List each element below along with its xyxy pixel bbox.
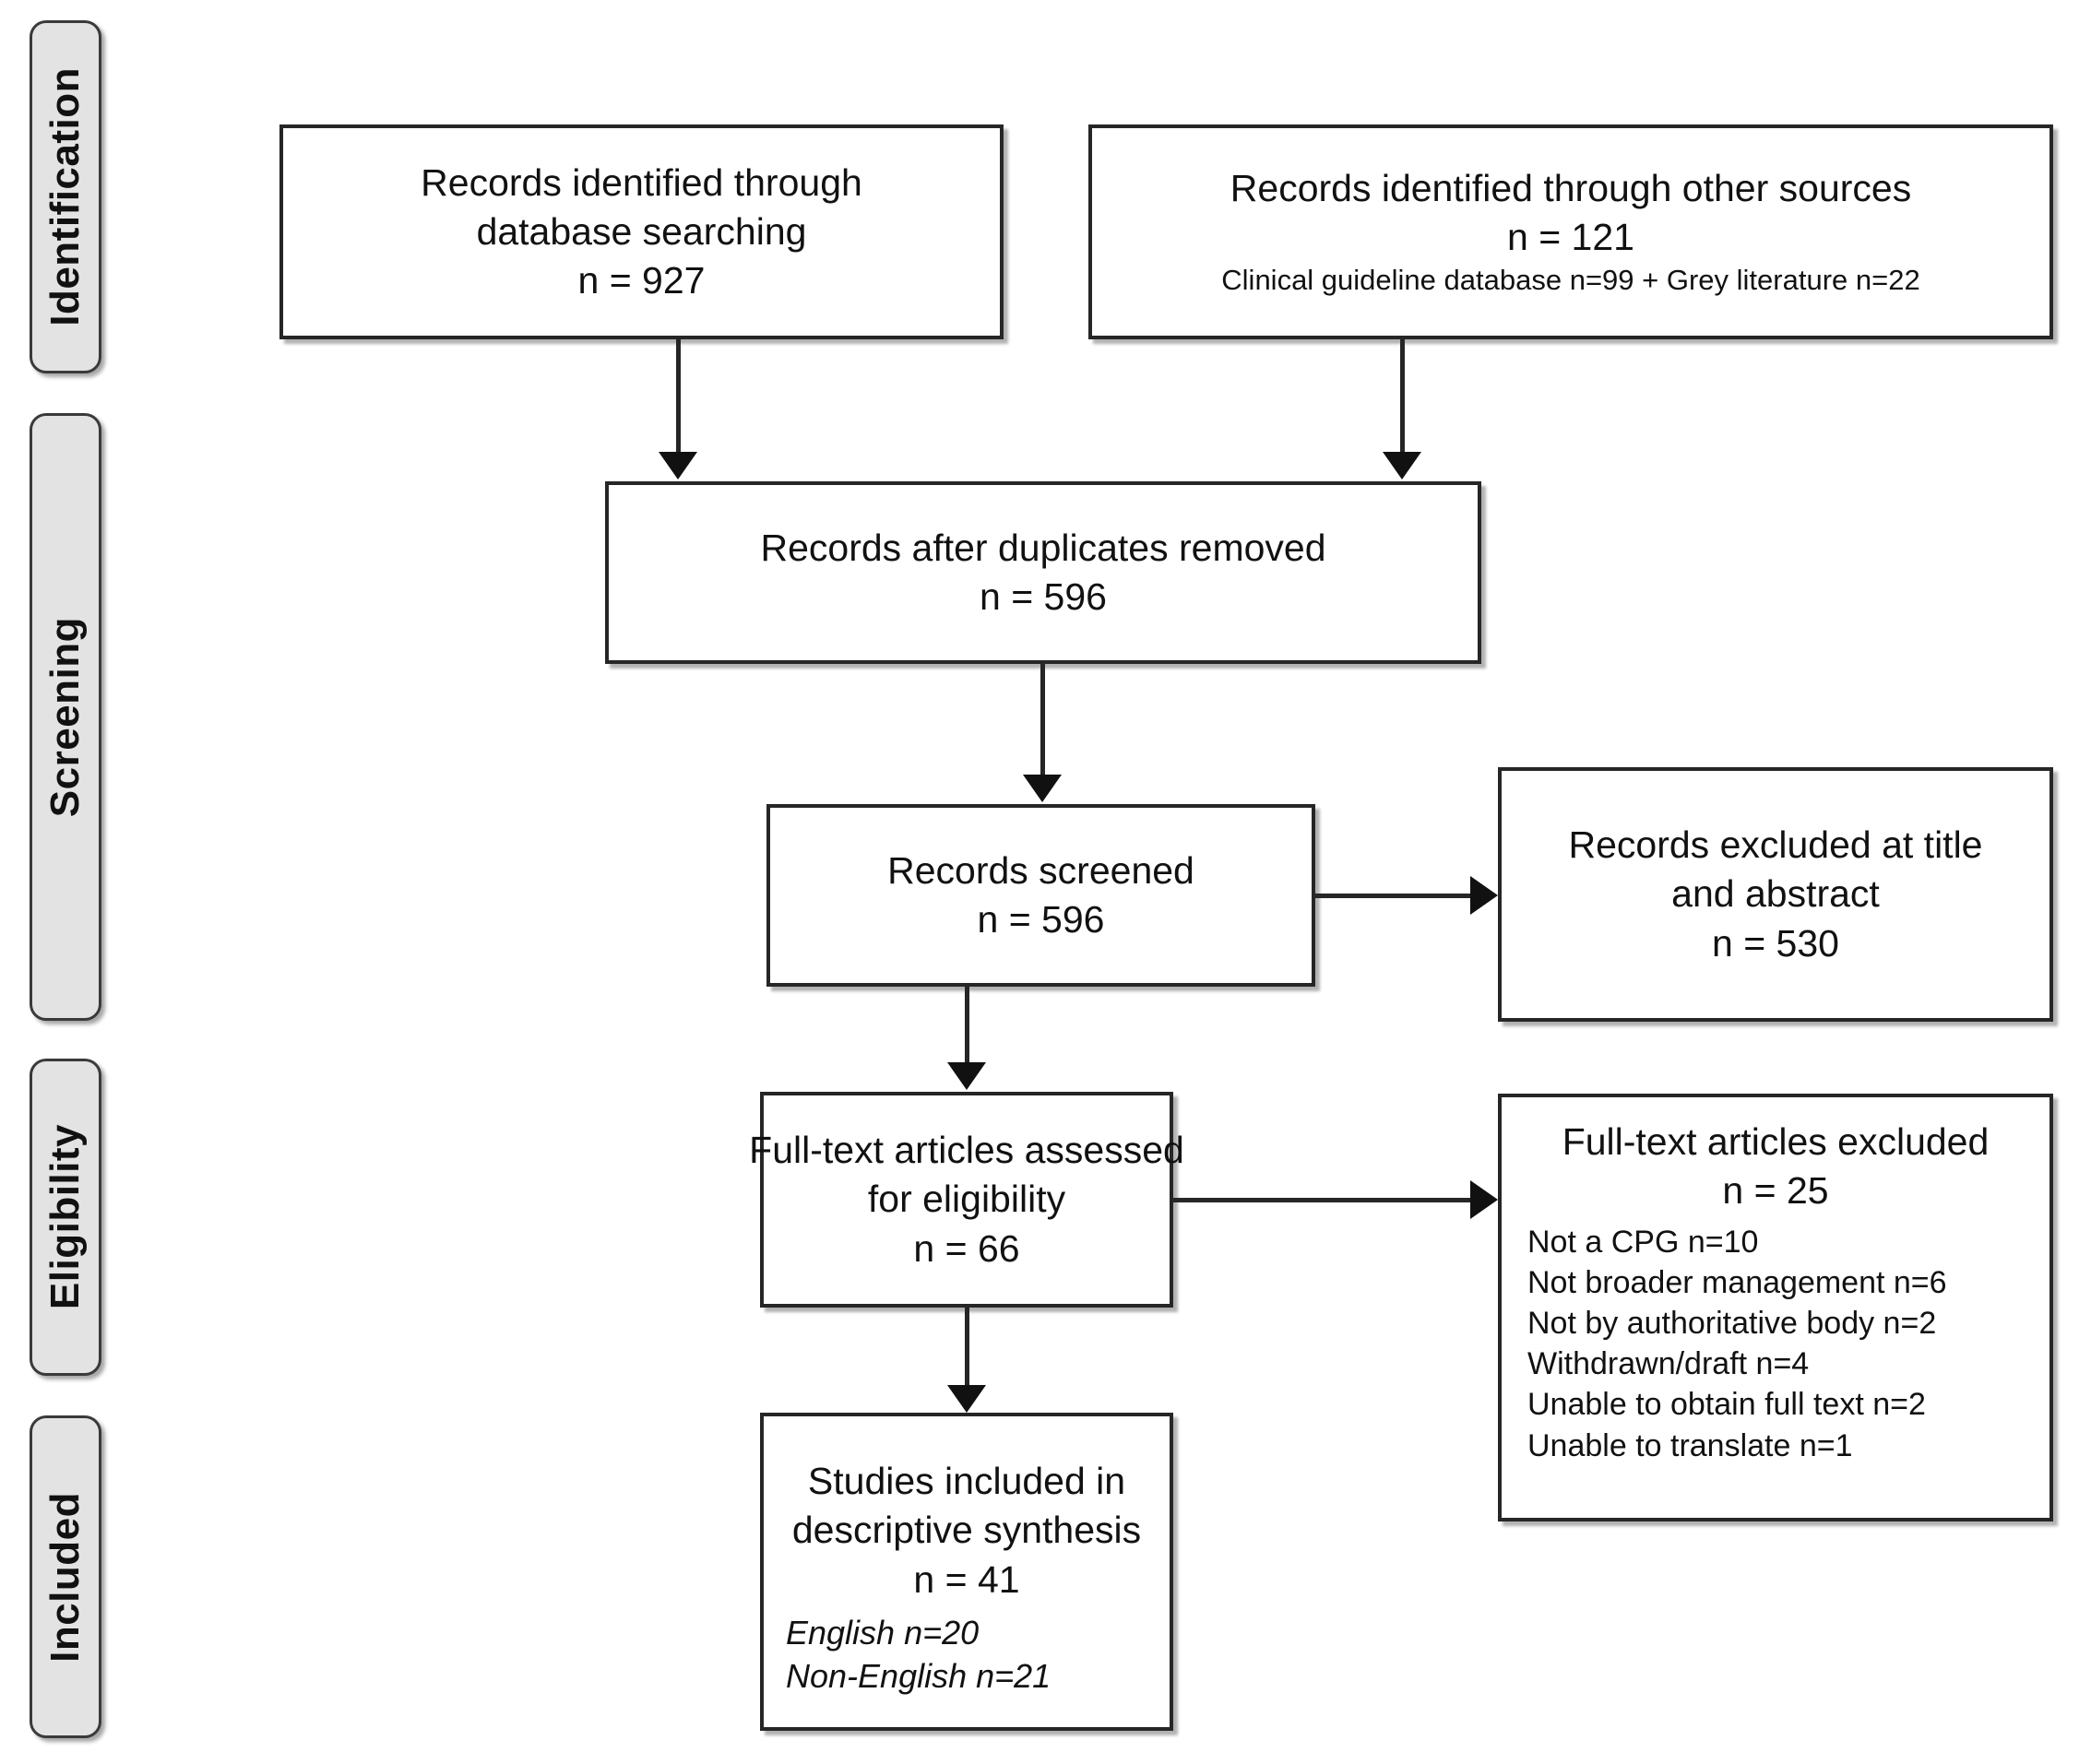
- box-duplicates-removed: Records after duplicates removed n = 596: [605, 481, 1481, 664]
- arrowhead-other-sources-to-duplicates: [1383, 452, 1421, 479]
- stage-tab-eligibility: Eligibility: [30, 1059, 101, 1376]
- duplicates-removed-line-1: Records after duplicates removed: [760, 526, 1326, 569]
- fulltext-excluded-reason: Not broader management n=6: [1527, 1264, 1947, 1300]
- fulltext-excluded-count: n = 25: [1722, 1169, 1829, 1213]
- studies-included-count: n = 41: [913, 1557, 1020, 1601]
- other-sources-count: n = 121: [1507, 216, 1634, 259]
- database-search-line-2: database searching: [476, 209, 807, 253]
- records-excluded-line-2: and abstract: [1671, 872, 1880, 916]
- arrowhead-screened-to-fulltext: [947, 1062, 986, 1090]
- other-sources-breakdown: Clinical guideline database n=99 + Grey …: [1221, 264, 1920, 297]
- arrowhead-database-search-to-duplicates: [659, 452, 697, 479]
- fulltext-excluded-reason: Withdrawn/draft n=4: [1527, 1346, 1810, 1382]
- fulltext-assessed-count: n = 66: [913, 1226, 1020, 1270]
- stage-label-eligibility: Eligibility: [42, 1124, 88, 1310]
- duplicates-removed-count: n = 596: [980, 575, 1107, 618]
- database-search-count: n = 927: [577, 259, 706, 302]
- connector-screened-to-excluded: [1315, 894, 1478, 898]
- arrowhead-duplicates-to-screened: [1023, 775, 1062, 802]
- stage-label-identification: Identification: [42, 67, 88, 326]
- studies-included-english-count: English n=20: [786, 1613, 980, 1652]
- fulltext-excluded-reason: Unable to obtain full text n=2: [1527, 1387, 1926, 1423]
- studies-included-non-english-count: Non-English n=21: [786, 1656, 1051, 1695]
- arrowhead-fulltext-to-excluded: [1470, 1180, 1498, 1219]
- stage-label-screening: Screening: [42, 616, 88, 818]
- records-screened-count: n = 596: [977, 898, 1105, 941]
- studies-included-line-2: descriptive synthesis: [791, 1509, 1142, 1552]
- other-sources-line-1: Records identified through other sources: [1230, 166, 1912, 209]
- records-screened-line-1: Records screened: [887, 848, 1194, 892]
- box-other-sources: Records identified through other sources…: [1088, 124, 2053, 339]
- records-excluded-line-1: Records excluded at title: [1568, 823, 1983, 867]
- stage-tab-screening: Screening: [30, 413, 101, 1021]
- connector-fulltext-to-excluded: [1173, 1198, 1478, 1202]
- connector-duplicates-to-screened: [1040, 664, 1045, 776]
- connector-other-sources-to-duplicates: [1400, 339, 1405, 454]
- fulltext-excluded-reason: Not a CPG n=10: [1527, 1224, 1759, 1260]
- fulltext-assessed-line-2: for eligibility: [867, 1178, 1066, 1221]
- arrowhead-fulltext-to-included: [947, 1385, 986, 1413]
- fulltext-assessed-line-1: Full-text articles assessed: [749, 1129, 1184, 1172]
- stage-label-included: Included: [42, 1491, 88, 1663]
- records-excluded-count: n = 530: [1712, 921, 1839, 965]
- connector-database-search-to-duplicates: [676, 339, 681, 454]
- box-studies-included: Studies included in descriptive synthesi…: [760, 1413, 1173, 1731]
- box-fulltext-assessed: Full-text articles assessed for eligibil…: [749, 1092, 1184, 1308]
- fulltext-excluded-line-1: Full-text articles excluded: [1562, 1120, 1990, 1163]
- arrowhead-screened-to-excluded: [1470, 876, 1498, 915]
- box-records-excluded: Records excluded at title and abstract n…: [1498, 767, 2053, 1022]
- studies-included-language-breakdown: English n=20 Non-English n=21: [773, 1612, 1160, 1699]
- box-records-screened: Records screened n = 596: [766, 804, 1315, 987]
- box-fulltext-excluded: Full-text articles excluded n = 25 Not a…: [1498, 1094, 2053, 1521]
- studies-included-line-1: Studies included in: [807, 1460, 1126, 1502]
- connector-screened-to-fulltext: [965, 987, 969, 1064]
- box-database-search: Records identified through database sear…: [279, 124, 1004, 339]
- stage-tab-included: Included: [30, 1415, 101, 1738]
- fulltext-excluded-reason-list: Not a CPG n=10 Not broader management n=…: [1511, 1222, 2040, 1466]
- stage-tab-identification: Identification: [30, 20, 101, 373]
- connector-fulltext-to-included: [965, 1308, 969, 1387]
- database-search-line-1: Records identified through: [421, 160, 862, 204]
- fulltext-excluded-reason: Unable to translate n=1: [1527, 1427, 1853, 1463]
- fulltext-excluded-reason: Not by authoritative body n=2: [1527, 1305, 1937, 1341]
